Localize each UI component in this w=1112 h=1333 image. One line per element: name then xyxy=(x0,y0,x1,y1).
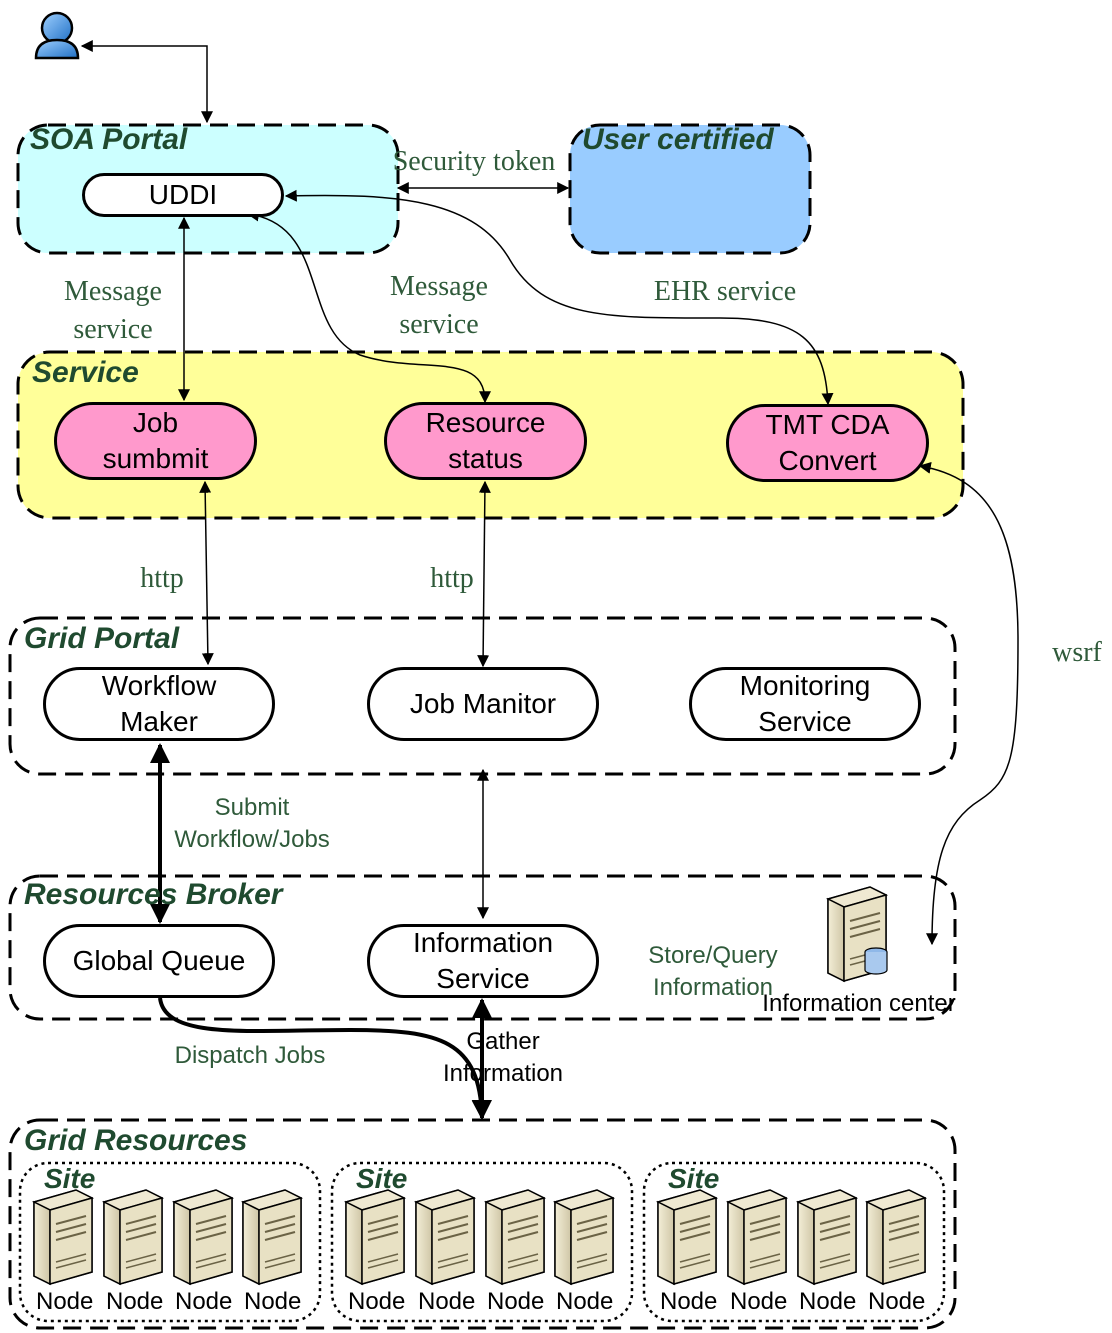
wsrf-label: wsrf xyxy=(1052,637,1102,668)
site-box-3 xyxy=(642,1161,946,1323)
resource-status-box[interactable]: Resource status xyxy=(384,402,587,480)
store-query-label: Store/Query Information xyxy=(648,942,778,1002)
job-submit-box[interactable]: Job sumbmit xyxy=(54,402,257,480)
site-box-1 xyxy=(18,1161,322,1323)
message-service-label-left: Message service xyxy=(64,276,162,345)
grid-resources-group xyxy=(8,1118,957,1330)
soa-portal-title: SOA Portal xyxy=(30,123,188,156)
server-icon xyxy=(554,1189,614,1285)
grid-resources-title: Grid Resources xyxy=(24,1124,248,1157)
node-label: Node xyxy=(36,1288,94,1315)
wsrf-connector xyxy=(918,461,1019,946)
server-icon xyxy=(103,1189,163,1285)
monitoring-service-box[interactable]: Monitoring Service xyxy=(689,667,921,741)
ehr-service-label: EHR service xyxy=(653,276,797,307)
security-token-label: Security token xyxy=(392,146,556,177)
server-icon xyxy=(415,1189,475,1285)
uddi-box[interactable]: UDDI xyxy=(82,173,284,217)
information-service-box[interactable]: Information Service xyxy=(367,924,599,998)
grid-portal-title: Grid Portal xyxy=(24,622,180,655)
user-icon xyxy=(34,11,80,60)
node-label: Node xyxy=(799,1288,857,1315)
message-service-label-right: Message service xyxy=(390,271,488,340)
server-icon xyxy=(866,1189,926,1285)
user-certified-title: User certified xyxy=(582,123,774,156)
information-center-label: Information center xyxy=(762,990,956,1017)
node-label: Node xyxy=(244,1288,302,1315)
http-label-right: http xyxy=(430,563,474,594)
job-workflow-connector xyxy=(199,480,214,666)
server-icon xyxy=(485,1189,545,1285)
server-icon xyxy=(173,1189,233,1285)
server-icon xyxy=(657,1189,717,1285)
node-label: Node xyxy=(175,1288,233,1315)
site-title-3: Site xyxy=(668,1163,720,1194)
http-label-left: http xyxy=(140,563,184,594)
resources-broker-title: Resources Broker xyxy=(24,878,283,911)
user-portal-connector xyxy=(80,40,213,124)
server-icon xyxy=(797,1189,857,1285)
server-icon xyxy=(242,1189,302,1285)
tmt-cda-convert-box[interactable]: TMT CDA Convert xyxy=(726,404,929,482)
job-monitor-box[interactable]: Job Manitor xyxy=(367,667,599,741)
site-title-1: Site xyxy=(44,1163,96,1194)
node-label: Node xyxy=(556,1288,614,1315)
dispatch-jobs-connector xyxy=(158,997,492,1120)
site-title-2: Site xyxy=(356,1163,408,1194)
workflow-maker-box[interactable]: Workflow Maker xyxy=(43,667,275,741)
node-label: Node xyxy=(660,1288,718,1315)
uddi-tmt-connector xyxy=(284,189,834,406)
resource-jobmonitor-connector xyxy=(477,480,491,668)
gather-information-label: Gather Information xyxy=(442,1028,564,1088)
node-label: Node xyxy=(106,1288,164,1315)
submit-workflow-label: Submit Workflow/Jobs xyxy=(174,794,330,854)
server-icon xyxy=(33,1189,93,1285)
node-label: Node xyxy=(418,1288,476,1315)
node-label: Node xyxy=(868,1288,926,1315)
site-box-2 xyxy=(330,1161,634,1323)
node-label: Node xyxy=(348,1288,406,1315)
service-title: Service xyxy=(32,356,139,389)
node-label: Node xyxy=(487,1288,545,1315)
server-database-icon xyxy=(827,886,888,982)
node-label: Node xyxy=(730,1288,788,1315)
server-icon xyxy=(727,1189,787,1285)
dispatch-jobs-label: Dispatch Jobs xyxy=(174,1042,326,1069)
server-icon xyxy=(345,1189,405,1285)
global-queue-box[interactable]: Global Queue xyxy=(43,924,275,998)
